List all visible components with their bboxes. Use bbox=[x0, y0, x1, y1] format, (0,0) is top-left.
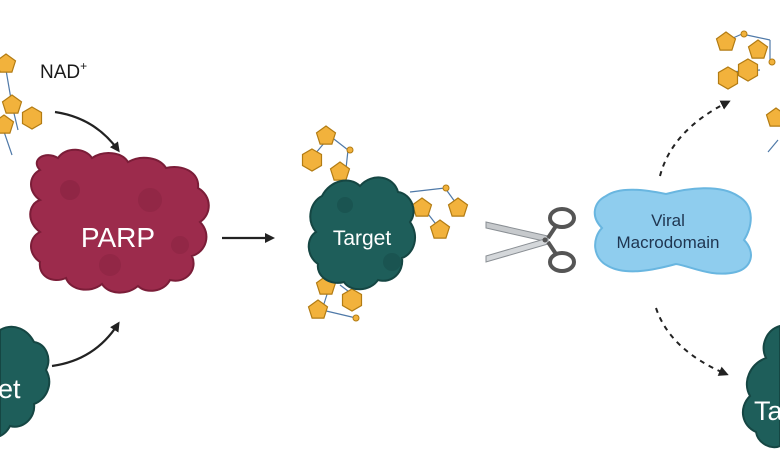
parp-enzyme bbox=[29, 148, 210, 294]
viral-macrodomain bbox=[593, 187, 752, 275]
released-adp-ribose bbox=[715, 30, 780, 153]
nad-label: NAD+ bbox=[40, 59, 87, 83]
target-to-parp-arrow bbox=[51, 321, 120, 368]
macrodomain-label-line2: Macrodomain bbox=[617, 233, 720, 252]
scissors-icon bbox=[485, 207, 576, 273]
adp-ribose-chain-right bbox=[409, 184, 469, 239]
target-protein-right bbox=[741, 324, 780, 449]
target-protein-center bbox=[307, 176, 417, 291]
target-protein-left bbox=[0, 325, 51, 438]
target-center-label: Target bbox=[333, 227, 392, 250]
macrodomain-to-free-target-arrow bbox=[655, 307, 729, 376]
adp-ribose-chain-top bbox=[301, 125, 354, 181]
target-left-label: et bbox=[0, 374, 21, 404]
nad-molecule bbox=[0, 53, 43, 156]
nad-to-parp-arrow bbox=[54, 110, 120, 153]
macrodomain-to-released-adp-ribose-arrow bbox=[659, 100, 731, 177]
macrodomain-label-line1: Viral bbox=[651, 211, 685, 230]
adp-ribose-chain-bottom bbox=[307, 275, 363, 322]
target-right-label: Ta bbox=[754, 396, 780, 426]
parp-label: PARP bbox=[81, 222, 155, 253]
